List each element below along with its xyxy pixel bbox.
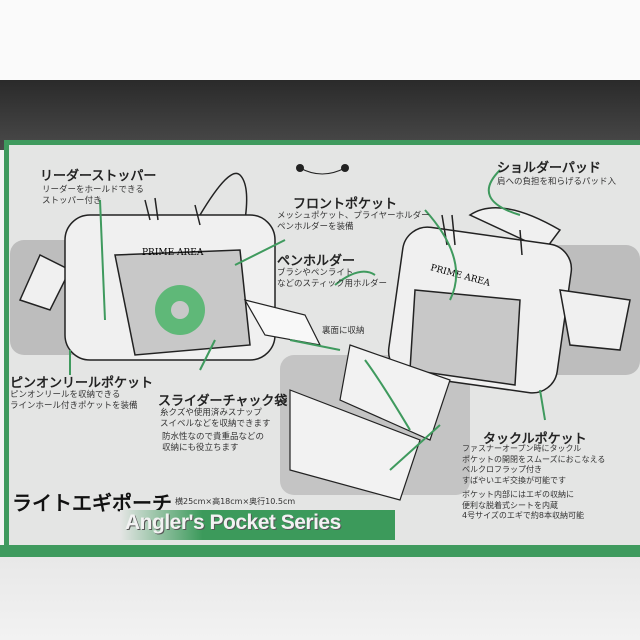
tackle-pocket-title: タックルポケット <box>483 432 587 447</box>
desc-line: ポケットの開閉をスムーズにおこなえる <box>462 454 606 464</box>
shoulder-pad-desc: 肩への負担を和らげるパッド入 <box>497 177 617 187</box>
desc-line: ピンオンリールを収納できる <box>10 390 121 400</box>
desc-line: ファスナーオープン時にタックル <box>462 444 582 453</box>
product-dimensions: 横25cm×高18cm×奥行10.5cm <box>175 497 296 506</box>
desc-line: スイベルなどを収納できます <box>160 419 271 429</box>
desc-line: 4号サイズのエギで約8本収納可能 <box>462 511 584 520</box>
desc-line: 糸クズや使用済みスナップ <box>160 408 262 418</box>
desc-line: などのスティック用ホルダー <box>277 279 387 289</box>
desc-line: ストッパー付き <box>42 196 102 206</box>
callout-lines <box>69 169 546 471</box>
pen-holder-title: ペンホルダー <box>277 254 356 269</box>
brand-logo-front: PRIME AREA <box>142 248 204 258</box>
desc-line: 収納にも役立ちます <box>162 443 239 453</box>
slider-bag-desc: 糸クズや使用済みスナップスイベルなどを収納できます <box>160 408 271 430</box>
desc-line: メッシュポケット、プライヤーホルダー <box>277 211 430 221</box>
leader-stopper-title: リーダーストッパー <box>40 169 157 184</box>
desc-line: すばやいエギ交換が可能です <box>462 475 566 485</box>
series-band <box>120 510 395 540</box>
desc-line: ラインホール付きポケットを装備 <box>10 401 138 411</box>
desc-line: ベルクロフラップ付き <box>462 465 542 474</box>
front-pocket-title: フロントポケット <box>293 197 398 212</box>
desc-line: ペンホルダーを装備 <box>277 222 354 232</box>
front-pocket-desc: メッシュポケット、プライヤーホルダーペンホルダーを装備 <box>277 211 430 233</box>
desc-line: リーダーをホールドできる <box>42 185 144 195</box>
pen-holder-desc: ブラシやペンライトなどのスティック用ホルダー <box>277 268 387 290</box>
desc-line: 便利な脱着式シートを内蔵 <box>462 500 558 510</box>
background-dark-area <box>0 80 640 150</box>
tackle-pocket-desc: ファスナーオープン時にタックルポケットの開閉をスムーズにおこなえるベルクロフラッ… <box>462 444 605 486</box>
background-top <box>0 0 640 80</box>
bag-back-illustration <box>387 206 631 394</box>
pin-on-reel-title: ピンオンリールポケット <box>10 376 154 391</box>
shoulder-pad-title: ショルダーパッド <box>497 161 601 176</box>
background-bottom <box>0 557 640 640</box>
pin-on-reel-desc: ピンオンリールを収納できるラインホール付きポケットを装備 <box>10 390 138 412</box>
slider-bag-desc2: 防水性なので貴重品などの収納にも役立ちます <box>162 432 264 454</box>
back-storage-label: 裏面に収納 <box>322 326 365 336</box>
desc-line: ブラシやペンライト <box>277 268 354 278</box>
slider-bag-title: スライダーチャック袋 <box>158 394 288 409</box>
bag-front-illustration <box>18 172 276 361</box>
desc-line: ポケット内部にはエギの収納に <box>462 490 574 499</box>
leader-stopper-desc: リーダーをホールドできるストッパー付き <box>42 185 144 207</box>
series-name: Angler's Pocket Series <box>125 511 341 534</box>
card-green-border <box>0 545 640 557</box>
bag-open-illustration <box>243 299 451 501</box>
desc-line: 防水性なので貴重品などの <box>162 432 265 442</box>
